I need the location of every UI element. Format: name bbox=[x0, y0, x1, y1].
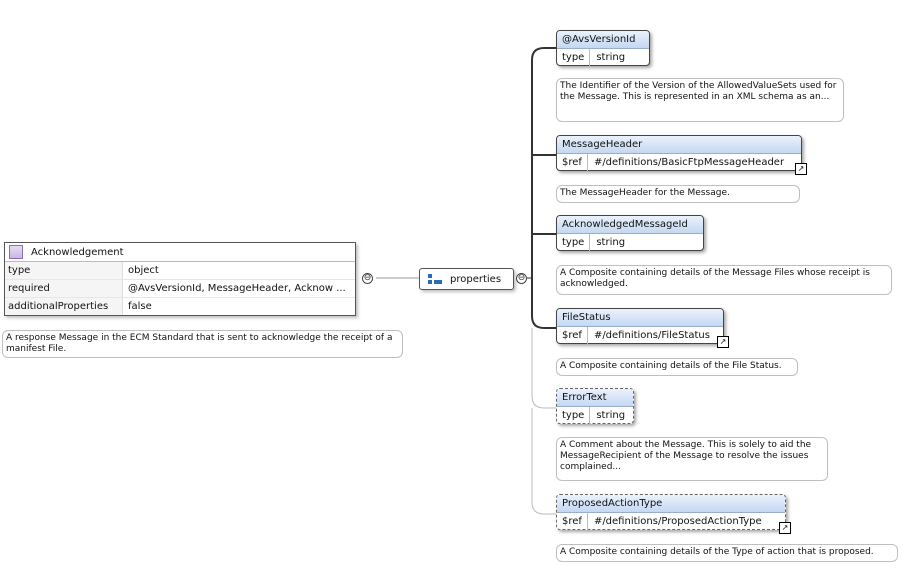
child-description: A Composite containing details of the Fi… bbox=[556, 358, 798, 376]
child-name: FileStatus bbox=[557, 309, 723, 327]
property-key: required bbox=[5, 280, 123, 297]
child-key: type bbox=[557, 49, 591, 66]
child-node-messageheader[interactable]: MessageHeader $ref #/definitions/BasicFt… bbox=[556, 135, 807, 175]
child-name: MessageHeader bbox=[557, 136, 801, 154]
child-name: AcknowledgedMessageId bbox=[557, 216, 703, 234]
child-description: The Identifier of the Version of the All… bbox=[556, 78, 844, 122]
child-row: type string bbox=[557, 234, 703, 251]
node-header: Acknowledgement bbox=[5, 243, 355, 262]
child-name: ProposedActionType bbox=[557, 495, 785, 513]
child-key: type bbox=[557, 407, 591, 424]
child-description: A Composite containing details of the Ty… bbox=[556, 544, 898, 562]
property-row: required @AvsVersionId, MessageHeader, A… bbox=[5, 280, 355, 298]
collapse-toggle-icon[interactable]: ⊖ bbox=[362, 273, 373, 284]
child-description: A Comment about the Message. This is sol… bbox=[556, 437, 828, 481]
property-key: additionalProperties bbox=[5, 298, 123, 315]
property-row: type object bbox=[5, 262, 355, 280]
child-name: @AvsVersionId bbox=[557, 31, 649, 49]
child-value: string bbox=[596, 410, 626, 421]
child-key: $ref bbox=[557, 513, 588, 530]
node-title: Acknowledgement bbox=[31, 246, 124, 258]
acknowledgement-node[interactable]: Acknowledgement type object required @Av… bbox=[4, 242, 356, 316]
properties-icon bbox=[428, 274, 442, 284]
child-row: type string bbox=[557, 49, 649, 66]
child-key: type bbox=[557, 234, 591, 251]
child-key: $ref bbox=[557, 327, 588, 344]
external-link-icon[interactable]: ↗ bbox=[795, 163, 807, 175]
child-row: $ref #/definitions/BasicFtpMessageHeader bbox=[557, 154, 801, 171]
property-value: object bbox=[128, 265, 159, 276]
child-value: string bbox=[596, 52, 626, 63]
child-description: The MessageHeader for the Message. bbox=[556, 185, 800, 203]
child-name: ErrorText bbox=[557, 389, 633, 407]
properties-node[interactable]: properties bbox=[419, 268, 514, 290]
child-node-acknowledgedmessageid[interactable]: AcknowledgedMessageId type string bbox=[556, 215, 704, 251]
child-node-errortext[interactable]: ErrorText type string bbox=[556, 388, 634, 424]
child-key: $ref bbox=[557, 154, 588, 171]
property-key: type bbox=[5, 262, 123, 279]
child-node-filestatus[interactable]: FileStatus $ref #/definitions/FileStatus… bbox=[556, 308, 729, 348]
property-value: @AvsVersionId, MessageHeader, Acknow ... bbox=[128, 283, 346, 294]
child-value: #/definitions/BasicFtpMessageHeader bbox=[593, 157, 785, 168]
child-value: #/definitions/ProposedActionType bbox=[593, 516, 762, 527]
child-value: #/definitions/FileStatus bbox=[593, 330, 710, 341]
child-row: $ref #/definitions/ProposedActionType bbox=[557, 513, 785, 530]
child-description: A Composite containing details of the Me… bbox=[556, 265, 892, 295]
object-icon bbox=[9, 245, 23, 259]
external-link-icon[interactable]: ↗ bbox=[779, 522, 791, 534]
property-value: false bbox=[128, 301, 152, 312]
root-description: A response Message in the ECM Standard t… bbox=[2, 330, 403, 358]
child-row: type string bbox=[557, 407, 633, 424]
external-link-icon[interactable]: ↗ bbox=[717, 336, 729, 348]
child-value: string bbox=[596, 237, 626, 248]
child-row: $ref #/definitions/FileStatus bbox=[557, 327, 723, 344]
collapse-toggle-icon[interactable]: ⊖ bbox=[516, 273, 527, 284]
property-row: additionalProperties false bbox=[5, 298, 355, 315]
properties-label: properties bbox=[450, 273, 502, 285]
child-node-proposedactiontype[interactable]: ProposedActionType $ref #/definitions/Pr… bbox=[556, 494, 791, 534]
child-node-avsversionid[interactable]: @AvsVersionId type string bbox=[556, 30, 650, 66]
